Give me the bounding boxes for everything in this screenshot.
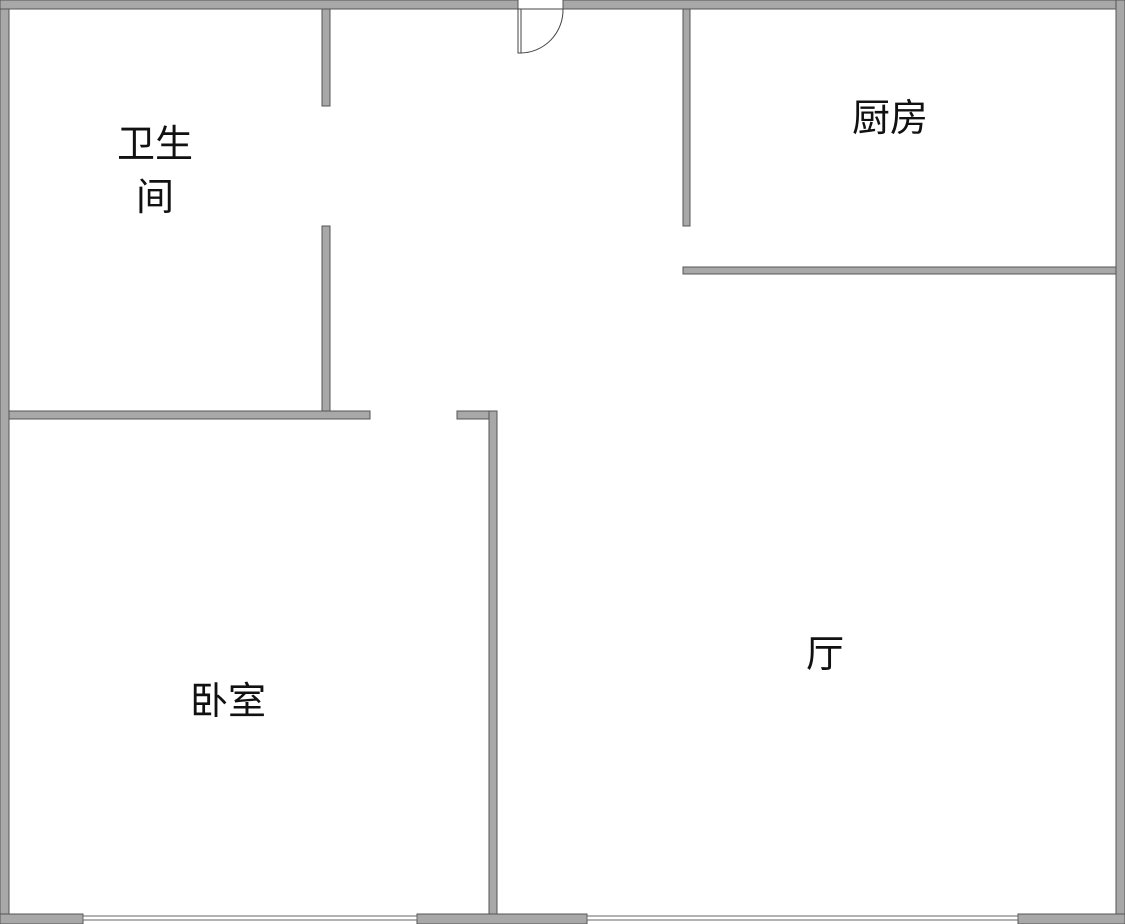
windows xyxy=(82,915,1019,921)
door-swing-arc xyxy=(519,8,564,54)
room-label-living-room: 厅 xyxy=(806,632,844,676)
bathroom-wall-lower xyxy=(321,225,331,413)
living-room-window xyxy=(586,915,1019,921)
outer-wall-right xyxy=(1115,0,1125,924)
room-label-bathroom-line2: 间 xyxy=(136,175,174,219)
outer-wall-bottom-left xyxy=(0,913,84,924)
bedroom-window xyxy=(82,915,418,921)
bathroom-bedroom-wall xyxy=(8,410,371,420)
room-label-bathroom: 卫生 xyxy=(117,122,193,166)
outer-wall-top-right xyxy=(562,0,1125,10)
room-label-bedroom: 卧室 xyxy=(190,679,266,723)
entrance-door xyxy=(517,8,564,54)
bathroom-wall-upper xyxy=(321,8,331,107)
kitchen-left-wall xyxy=(682,8,691,227)
door-leaf xyxy=(517,8,522,54)
outer-wall-left xyxy=(0,0,10,924)
outer-wall-top-left xyxy=(0,0,519,10)
bedroom-living-wall xyxy=(488,410,498,915)
kitchen-bottom-wall xyxy=(682,266,1117,275)
outer-wall-bottom-right xyxy=(1017,913,1125,924)
room-label-kitchen: 厨房 xyxy=(852,96,928,140)
outer-wall-bottom-middle xyxy=(416,913,588,924)
